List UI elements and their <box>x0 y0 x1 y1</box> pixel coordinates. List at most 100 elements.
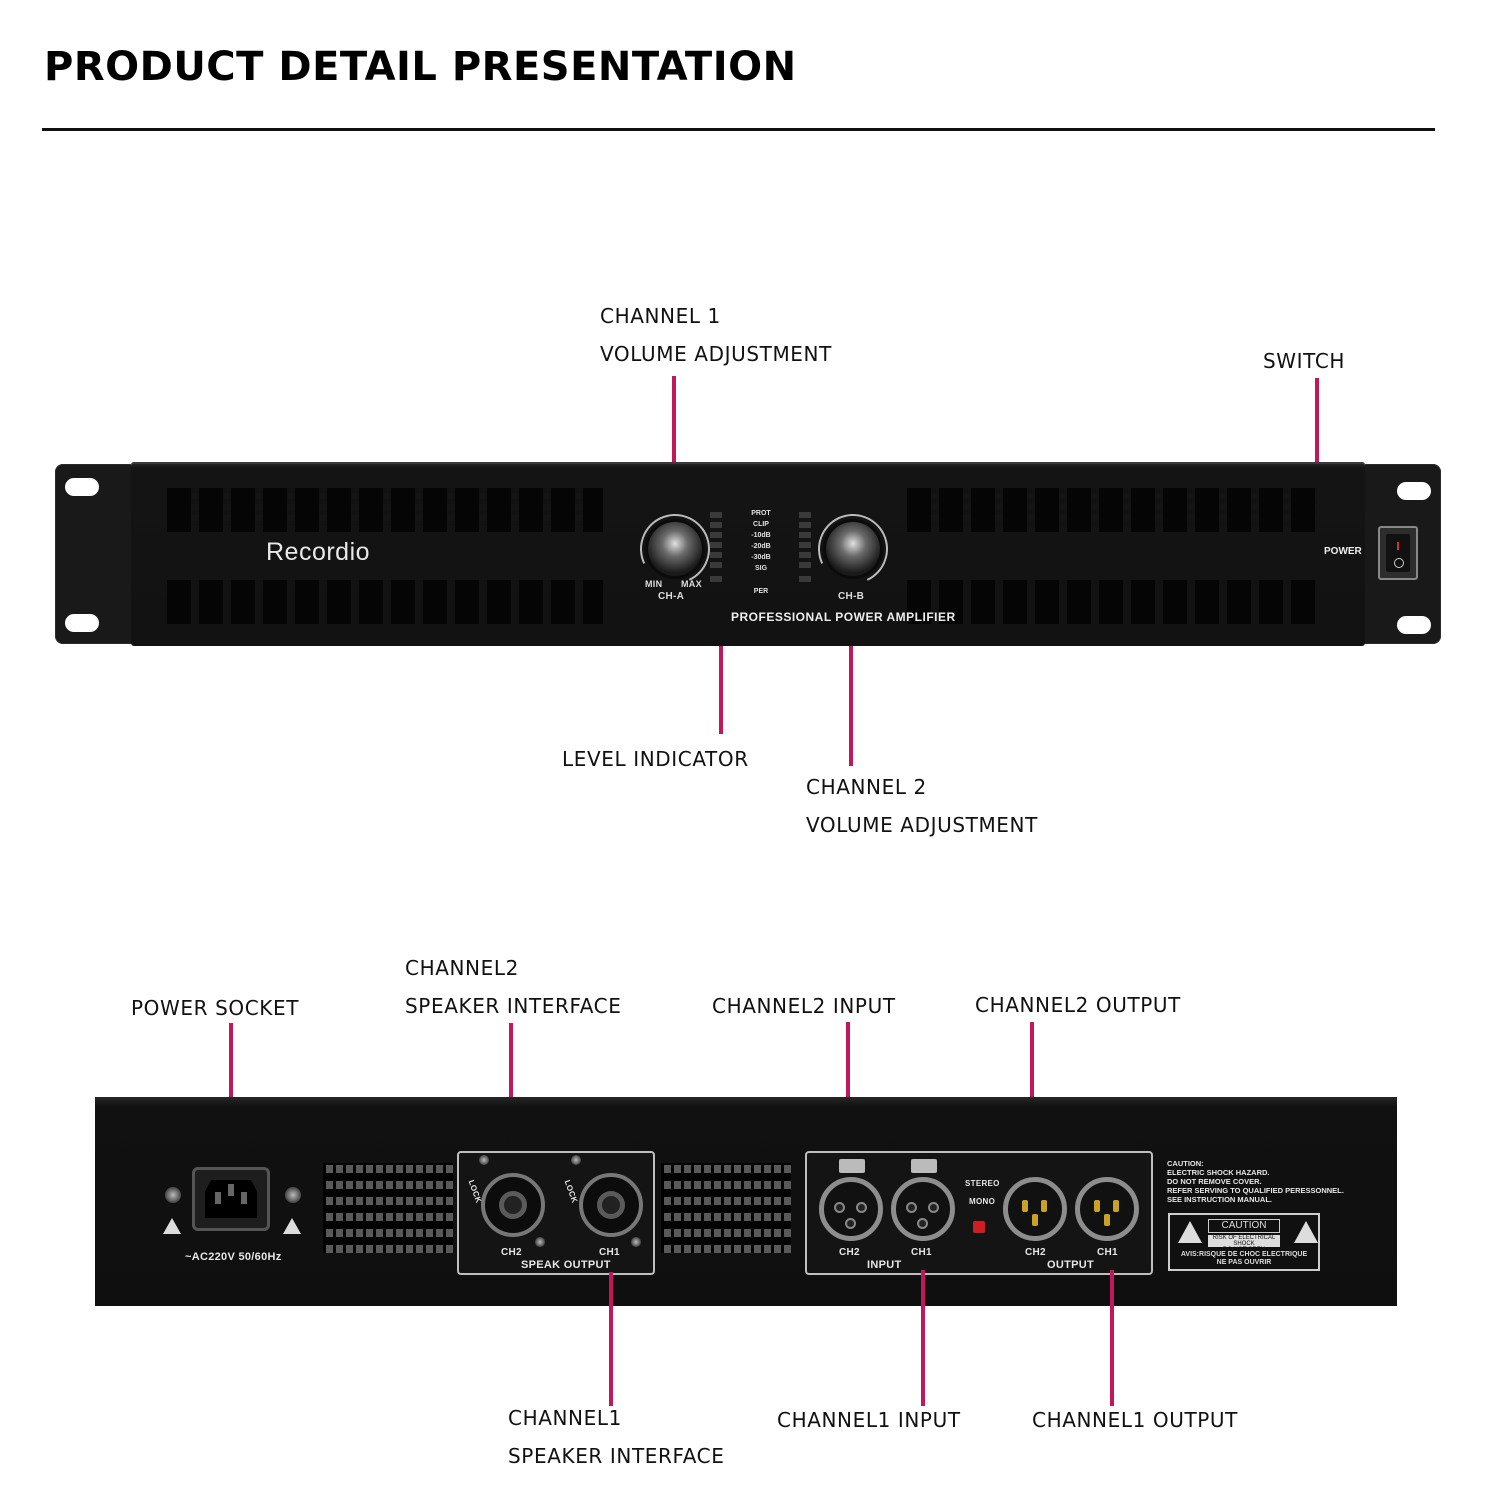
exclamation-warning-icon <box>1294 1221 1318 1243</box>
volume-knob-ch-b[interactable] <box>808 504 898 594</box>
leader-channel1-output <box>1110 1270 1114 1406</box>
callout-line-1: CHANNEL1 <box>508 1406 622 1430</box>
caution-line: REFER SERVING TO QUALIFIED PERESSONNEL. <box>1167 1186 1344 1195</box>
caution-line: SEE INSTRUCTION MANUAL. <box>1167 1195 1272 1204</box>
callout-level-indicator: LEVEL INDICATOR <box>562 747 749 771</box>
led-column-right <box>799 512 811 586</box>
vent-grille-bottom-left <box>167 580 603 624</box>
xlr-pin <box>847 1220 854 1227</box>
vent-grille-top-right <box>907 488 1317 532</box>
led <box>710 562 722 568</box>
iec-socket-opening <box>205 1180 257 1218</box>
output-ch1-label: CH1 <box>1097 1247 1118 1258</box>
speaker-ch1-label: CH1 <box>599 1247 620 1258</box>
screw-icon <box>479 1155 489 1165</box>
xlr-pin <box>1022 1200 1028 1212</box>
screw-icon <box>285 1187 301 1203</box>
speaker-ch2-label: CH2 <box>501 1247 522 1258</box>
warning-triangle-icon <box>163 1218 181 1234</box>
caution-line: CAUTION: <box>1167 1159 1204 1168</box>
led <box>799 542 811 548</box>
caution-sub-line: DO NOT OPEN <box>1223 1247 1265 1253</box>
callout-channel2-speaker: CHANNEL2 SPEAKER INTERFACE <box>405 949 622 1025</box>
callout-channel1-volume: CHANNEL 1 VOLUME ADJUSTMENT <box>600 297 832 373</box>
stereo-mono-switch[interactable] <box>973 1221 985 1233</box>
indicator-clip: CLIP <box>753 521 769 528</box>
indicator-10db: -10dB <box>751 532 771 539</box>
callout-line-2: SPEAKER INTERFACE <box>508 1444 725 1468</box>
leader-power-socket <box>229 1023 233 1159</box>
knob-max-label: MAX <box>681 579 702 589</box>
lock-label: LOCK <box>562 1178 580 1205</box>
indicator-30db: -30dB <box>751 554 771 561</box>
xlr-output-ch2[interactable] <box>1003 1177 1067 1241</box>
leader-channel2-input <box>846 1022 850 1158</box>
front-face: Recordio MIN MAX CH-A PROT <box>131 462 1418 646</box>
indicator-sig: SIG <box>754 565 768 572</box>
speakon-connector-ch1[interactable] <box>579 1173 643 1237</box>
rear-vent-grille-middle <box>661 1163 791 1253</box>
shock-warning-icon <box>1178 1221 1202 1243</box>
led <box>710 542 722 548</box>
iec-pin <box>241 1192 247 1204</box>
knob-ch-a-label: CH-A <box>658 591 685 602</box>
iec-pin <box>215 1192 221 1204</box>
caution-heading: CAUTION <box>1208 1219 1280 1233</box>
knob-ch-b-label: CH-B <box>838 591 865 602</box>
xlr-pin <box>1104 1214 1110 1226</box>
callout-line-2: VOLUME ADJUSTMENT <box>806 813 1038 837</box>
caution-french: AVIS:RISQUE DE CHOC ELECTRIQUE NE PAS OU… <box>1174 1251 1314 1267</box>
power-label: POWER <box>1324 546 1362 557</box>
screw-icon <box>535 1237 545 1247</box>
knob-cap <box>648 522 702 576</box>
led <box>799 552 811 558</box>
indicator-per: PER <box>753 588 769 595</box>
xlr-input-ch2[interactable] <box>819 1177 883 1241</box>
panel-caption: PROFESSIONAL POWER AMPLIFIER <box>731 610 956 624</box>
callout-channel1-speaker: CHANNEL1 SPEAKER INTERFACE <box>508 1399 725 1475</box>
led <box>799 562 811 568</box>
xlr-latch <box>839 1159 865 1173</box>
brand-logo: Recordio <box>266 538 371 566</box>
xlr-pin <box>930 1204 937 1211</box>
callout-channel1-input: CHANNEL1 INPUT <box>777 1408 961 1432</box>
leader-channel2-volume <box>849 630 853 766</box>
xlr-input-ch1[interactable] <box>891 1177 955 1241</box>
led <box>710 512 722 518</box>
amplifier-rear-panel: ~AC220V 50/60Hz LOCK LOCK CH2 CH1 SPEAK … <box>95 1097 1397 1306</box>
vent-grille-bottom-right <box>907 580 1317 624</box>
stereo-label: STEREO <box>965 1179 1000 1188</box>
speakon-connector-ch2[interactable] <box>481 1173 545 1237</box>
xlr-pin <box>1113 1200 1119 1212</box>
power-rocker-icon <box>1386 534 1410 572</box>
iec-power-socket[interactable] <box>192 1167 270 1231</box>
output-label: OUTPUT <box>1047 1259 1095 1271</box>
rack-slot <box>1397 482 1431 500</box>
xlr-pin <box>1041 1200 1047 1212</box>
screw-icon <box>571 1155 581 1165</box>
knob-min-label: MIN <box>645 579 663 589</box>
caution-line: DO NOT REMOVE COVER. <box>1167 1177 1262 1186</box>
amplifier-front-panel: Recordio MIN MAX CH-A PROT <box>55 462 1441 646</box>
rack-slot <box>1397 616 1431 634</box>
leader-channel2-output <box>1030 1022 1034 1158</box>
caution-fr-line: AVIS:RISQUE DE CHOC ELECTRIQUE <box>1180 1251 1308 1258</box>
led <box>710 522 722 528</box>
caution-notice: CAUTION: ELECTRIC SHOCK HAZARD. DO NOT R… <box>1167 1159 1344 1204</box>
xlr-output-ch1[interactable] <box>1075 1177 1139 1241</box>
led <box>710 576 722 582</box>
callout-switch: SWITCH <box>1263 349 1346 373</box>
volume-knob-ch-a[interactable] <box>630 504 720 594</box>
caution-line: ELECTRIC SHOCK HAZARD. <box>1167 1168 1270 1177</box>
callout-channel2-output: CHANNEL2 OUTPUT <box>975 993 1181 1017</box>
callout-channel1-output: CHANNEL1 OUTPUT <box>1032 1408 1238 1432</box>
callout-line-2: SPEAKER INTERFACE <box>405 994 622 1018</box>
xlr-latch <box>911 1159 937 1173</box>
speak-output-label: SPEAK OUTPUT <box>521 1259 611 1271</box>
callout-line-2: VOLUME ADJUSTMENT <box>600 342 832 366</box>
led <box>799 532 811 538</box>
power-switch[interactable] <box>1378 526 1418 580</box>
led <box>799 522 811 528</box>
indicator-20db: -20dB <box>751 543 771 550</box>
xlr-io-module: STEREO MONO CH2 CH1 INPUT CH2 CH1 OUTPUT <box>805 1151 1153 1275</box>
